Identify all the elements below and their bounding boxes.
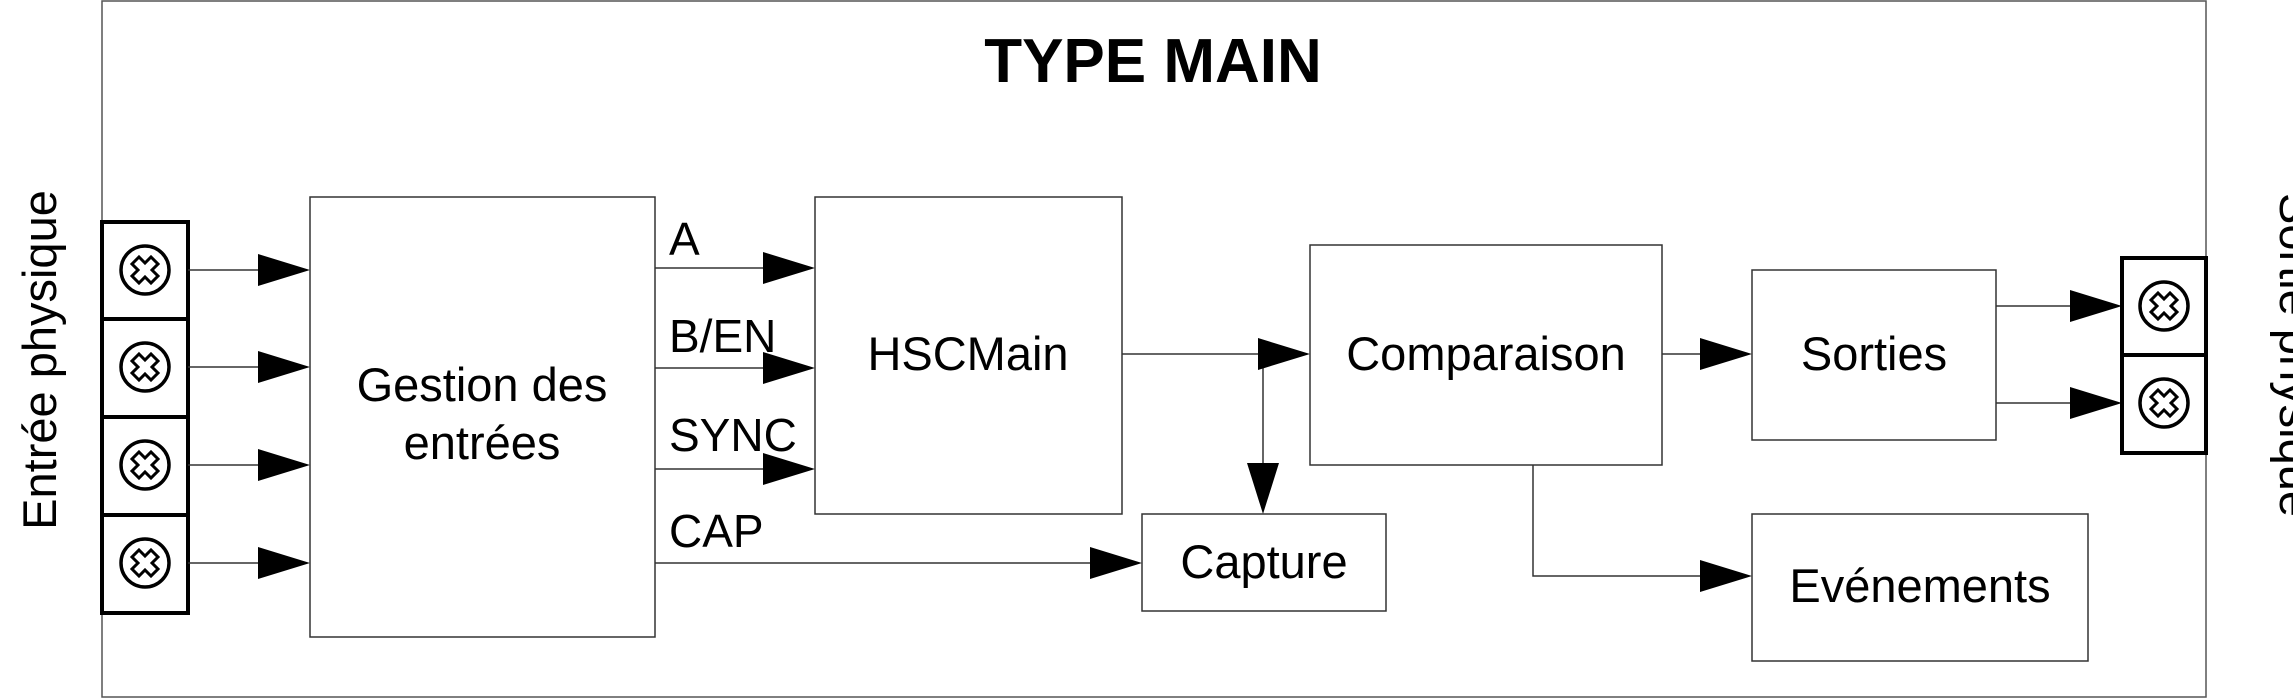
output-terminal-strip (2120, 256, 2208, 455)
arrowhead (1258, 338, 1310, 370)
screw-icon (119, 244, 171, 296)
block-label-capture: Capture (1180, 535, 1347, 588)
signal-label-b-en: B/EN (669, 310, 776, 362)
screw-icon (119, 439, 171, 491)
arrowhead (258, 449, 310, 481)
block-comparaison: Comparaison (1309, 244, 1663, 466)
arrowhead (1090, 547, 1142, 579)
block-label-sorties: Sorties (1801, 327, 1947, 380)
arrowhead (763, 453, 815, 485)
block-label-evenements: Evénements (1789, 559, 2050, 612)
block-gestion-des-entrees: Gestion des entrées (309, 196, 656, 638)
arrowhead (1700, 560, 1752, 592)
input-terminal-strip (100, 220, 190, 615)
arrowhead (258, 254, 310, 286)
block-sorties: Sorties (1751, 269, 1997, 441)
screw-icon (2138, 280, 2190, 332)
screw-icon (119, 537, 171, 589)
screw-icon (2138, 377, 2190, 429)
signal-label-sync: SYNC (669, 409, 797, 461)
arrowhead (763, 352, 815, 384)
diagram-title: TYPE MAIN (984, 27, 1322, 96)
arrowhead (2070, 290, 2122, 322)
wire-comparaison-to-evenements (1532, 465, 1705, 577)
block-hscmain: HSCMain (814, 196, 1123, 515)
arrowhead (258, 547, 310, 579)
block-capture: Capture (1141, 513, 1387, 612)
signal-label-a: A (669, 213, 700, 265)
input-side-label: Entrée physique (13, 190, 66, 530)
block-evenements: Evénements (1751, 513, 2089, 662)
block-label-comparaison: Comparaison (1346, 327, 1626, 380)
block-label-gestion-line2: entrées (404, 416, 561, 469)
arrowhead (258, 351, 310, 383)
arrowhead (2070, 387, 2122, 419)
screw-icon (119, 341, 171, 393)
arrowhead (1700, 338, 1752, 370)
arrowhead (1247, 463, 1279, 514)
block-label-hscmain: HSCMain (867, 327, 1068, 380)
block-label-gestion-line1: Gestion des (357, 358, 608, 411)
arrowhead (763, 252, 815, 284)
output-side-label: Sortie physique (2270, 193, 2293, 517)
arrowheads (258, 252, 2122, 592)
connections (188, 267, 2070, 577)
signal-label-cap: CAP (669, 505, 764, 557)
